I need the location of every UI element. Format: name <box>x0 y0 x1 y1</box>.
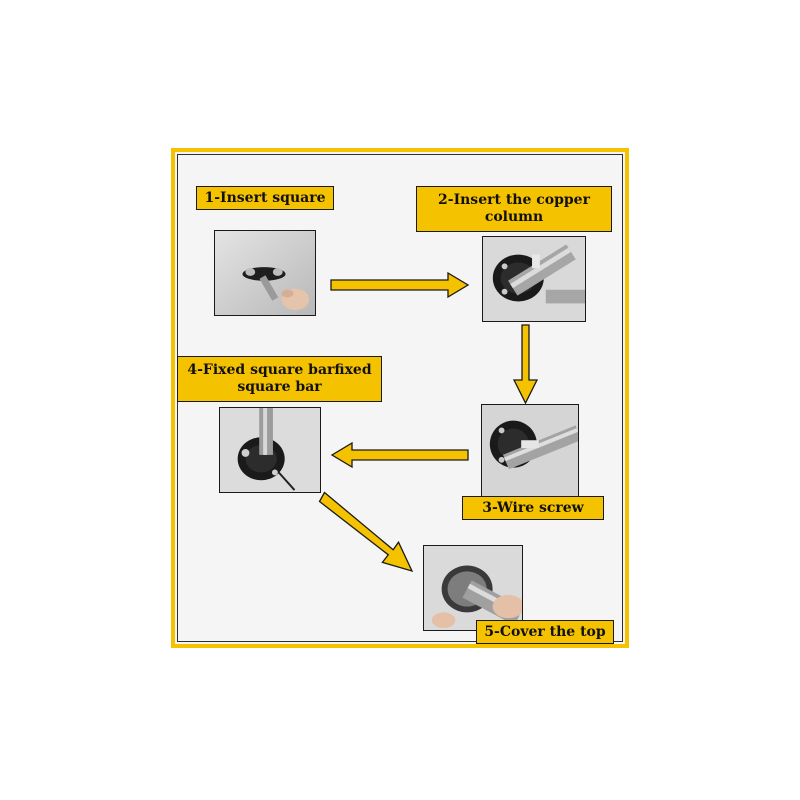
step-5-label: 5-Cover the top <box>476 620 614 644</box>
step-1-label: 1-Insert square <box>196 186 334 210</box>
step-2-label: 2-Insert the copper column <box>416 186 612 232</box>
step-4-label: 4-Fixed square barfixed square bar <box>177 356 382 402</box>
step-5-photo <box>423 545 523 631</box>
step-1-photo <box>214 230 316 316</box>
step-3-photo <box>481 404 579 498</box>
step-3-label: 3-Wire screw <box>462 496 604 520</box>
step-4-photo <box>219 407 321 493</box>
step-2-photo <box>482 236 586 322</box>
